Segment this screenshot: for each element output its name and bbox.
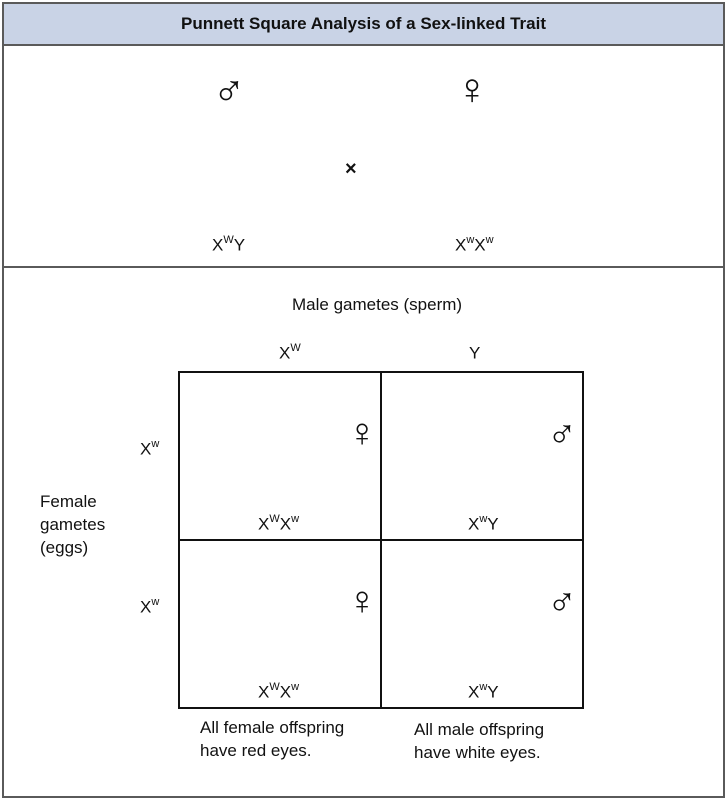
cross-symbol: × bbox=[345, 158, 357, 180]
cell-sex-symbol: ♂ bbox=[547, 411, 577, 455]
parent-male-genotype: XWY bbox=[212, 234, 246, 255]
male-offspring-note: All male offspring have white eyes. bbox=[414, 720, 545, 762]
section-divider bbox=[4, 266, 723, 268]
cell-sex-symbol: ♂ bbox=[547, 579, 577, 623]
figure-title: Punnett Square Analysis of a Sex-linked … bbox=[4, 4, 723, 46]
cell-genotype: XWXw bbox=[258, 513, 300, 534]
female-gamete-2: Xw bbox=[140, 596, 160, 617]
punnett-cell-male-1: ♂ XwY bbox=[380, 371, 584, 541]
cell-genotype: XWXw bbox=[258, 681, 300, 702]
female-offspring-note: All female offspring have red eyes. bbox=[200, 718, 345, 760]
male-gametes-label: Male gametes (sperm) bbox=[292, 295, 463, 314]
female-gametes-label: Female gametes (eggs) bbox=[40, 492, 106, 557]
cell-genotype: XwY bbox=[468, 513, 499, 534]
female-gamete-1: Xw bbox=[140, 438, 160, 459]
parent-female-genotype: XwXw bbox=[455, 234, 494, 255]
male-gamete-2: Y bbox=[469, 343, 481, 363]
punnett-cell-female-1: ♀ XWXw bbox=[178, 371, 382, 541]
punnett-cell-female-2: ♀ XWXw bbox=[178, 539, 382, 709]
male-gamete-1: XW bbox=[279, 342, 301, 363]
cell-sex-symbol: ♀ bbox=[347, 411, 377, 455]
cell-genotype: XwY bbox=[468, 681, 499, 702]
cell-sex-symbol: ♀ bbox=[347, 579, 377, 623]
female-symbol: ♀ bbox=[455, 65, 489, 114]
male-symbol: ♂ bbox=[212, 65, 246, 114]
punnett-cell-male-2: ♂ XwY bbox=[380, 539, 584, 709]
